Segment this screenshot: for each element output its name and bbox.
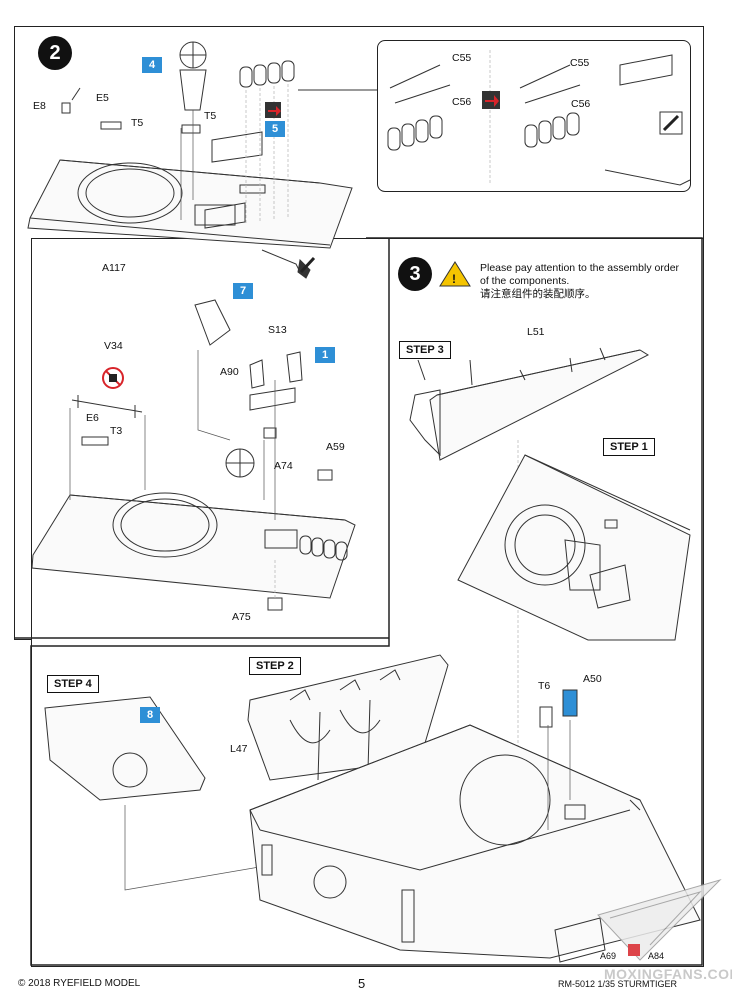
sub-step-badge-7: 7 [233,283,253,299]
sub-step-badge-8: 8 [140,707,160,723]
label-c55-left: C55 [452,52,472,64]
label-l47: L47 [230,743,248,755]
warning-icon: ! [439,261,471,287]
step3-number: 3 [398,257,432,291]
label-c55-right: C55 [570,57,590,69]
upper-parts [61,41,377,279]
hull-upper-a117 [27,159,353,249]
inset-drawings [387,50,691,186]
track-links-top [239,60,295,88]
label-e8: E8 [33,100,46,112]
label-t3: T3 [110,425,123,437]
track-links-lower [299,535,348,561]
label-a84: A84 [648,951,665,961]
step2-inset [377,40,691,192]
label-a59: A59 [326,441,345,453]
label-l51: L51 [527,326,545,338]
label-c56-right: C56 [571,98,591,110]
product-code: RM-5012 1/35 STURMTIGER [558,979,678,989]
label-a90: A90 [220,366,239,378]
label-t5-right: T5 [204,110,217,122]
glue-brush-icon-a [299,256,316,274]
red-hand-icon-b [482,91,500,109]
step2-box: STEP 2 [249,657,301,675]
svg-text:!: ! [452,272,456,286]
step3-box: STEP 3 [399,341,451,359]
label-a50: A50 [583,673,602,685]
label-e6: E6 [86,412,99,424]
red-hand-icon-a [265,102,281,118]
hull-bottom-box [249,689,701,963]
sub-step-badge-1: 1 [315,347,335,363]
watermark: MOXINGFANS.COM [604,966,732,982]
label-a69: A69 [600,951,617,961]
label-v34: V34 [104,340,123,352]
plane-logo [597,878,722,961]
step1-assembly [457,454,691,641]
step4-panel [44,696,301,891]
glue-brush-icon-b [659,111,683,135]
assembly-order-note: Please pay attention to the assembly ord… [480,262,690,301]
copyright: © 2018 RYEFIELD MODEL [18,978,141,989]
page-number: 5 [358,976,366,991]
step2-number: 2 [38,36,72,70]
label-e5: E5 [96,92,109,104]
label-a75: A75 [232,611,251,623]
sub-step-badge-4: 4 [142,57,162,73]
hull-lower [31,299,356,611]
label-a117: A117 [102,262,126,274]
label-a74: A74 [274,460,293,472]
note-english: Please pay attention to the assembly ord… [480,262,680,287]
label-t6: T6 [538,680,551,692]
l51-panel [409,347,650,461]
sub-step-badge-5: 5 [265,121,285,137]
step1-box: STEP 1 [603,438,655,456]
label-s13: S13 [268,324,287,336]
step4-box: STEP 4 [47,675,99,693]
note-chinese: 请注意组件的装配顺序。 [480,288,596,300]
label-t5-left: T5 [131,117,144,129]
label-c56-left: C56 [452,96,472,108]
